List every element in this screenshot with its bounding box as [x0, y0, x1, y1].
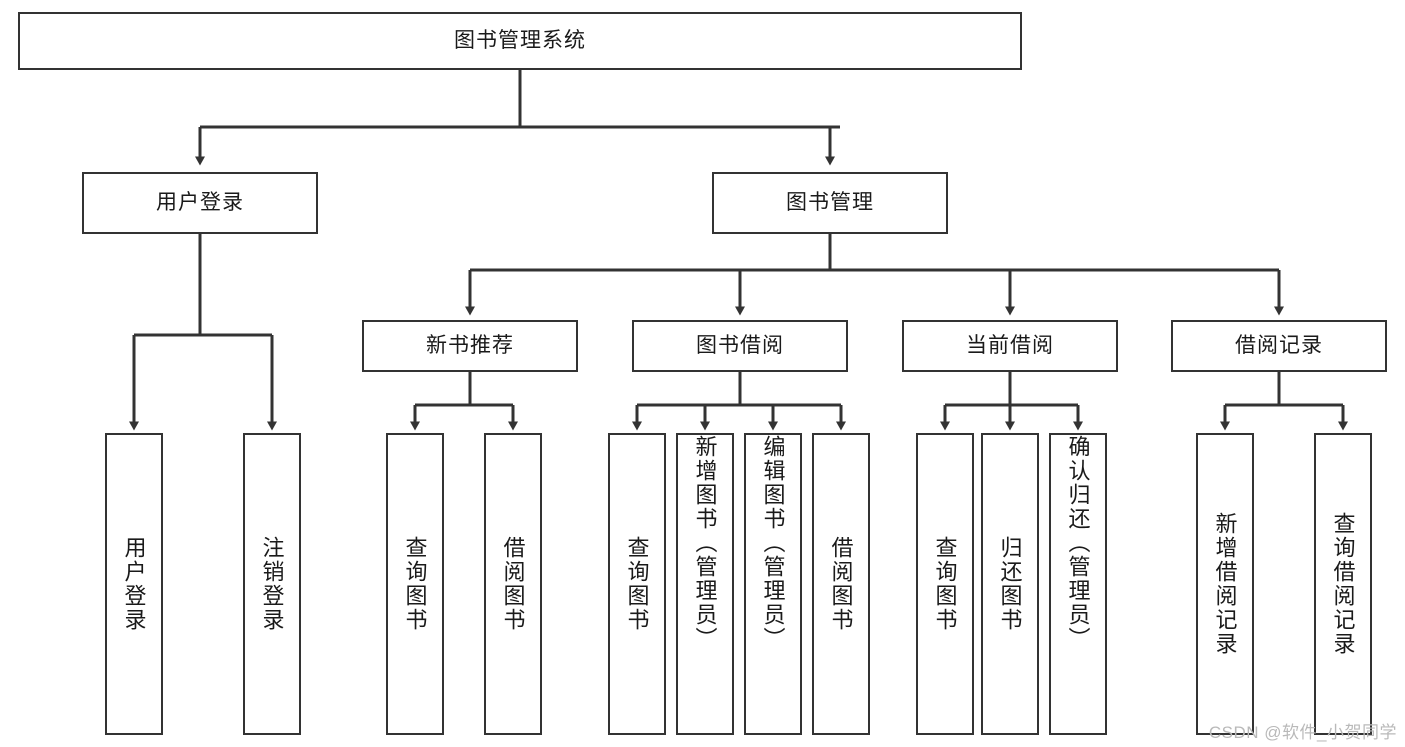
leaf-borrow-book-2[interactable]: 借阅图书 [812, 433, 870, 735]
leaf-user-login[interactable]: 用户登录 [105, 433, 163, 735]
leaf-query-book-1[interactable]: 查询图书 [386, 433, 444, 735]
node-borrow-record-label: 借阅记录 [1235, 333, 1323, 357]
leaf-query-book-3[interactable]: 查询图书 [916, 433, 974, 735]
leaf-confirm-return[interactable]: 确认归还（管理员） [1049, 433, 1107, 735]
leaf-borrow-book-1[interactable]: 借阅图书 [484, 433, 542, 735]
leaf-user-login-label: 用户登录 [121, 536, 147, 632]
node-root[interactable]: 图书管理系统 [18, 12, 1022, 70]
node-book-borrow[interactable]: 图书借阅 [632, 320, 848, 372]
leaf-query-book-1-label: 查询图书 [402, 536, 428, 632]
node-book-manage[interactable]: 图书管理 [712, 172, 948, 234]
node-current-borrow-label: 当前借阅 [966, 333, 1054, 357]
leaf-return-book[interactable]: 归还图书 [981, 433, 1039, 735]
node-new-book-rec[interactable]: 新书推荐 [362, 320, 578, 372]
leaf-add-record-label: 新增借阅记录 [1212, 512, 1238, 656]
leaf-return-book-label: 归还图书 [997, 536, 1023, 632]
leaf-query-record-label: 查询借阅记录 [1330, 512, 1356, 656]
leaf-edit-book[interactable]: 编辑图书（管理员） [744, 433, 802, 735]
node-root-label: 图书管理系统 [454, 28, 586, 52]
leaf-add-record[interactable]: 新增借阅记录 [1196, 433, 1254, 735]
node-user-login[interactable]: 用户登录 [82, 172, 318, 234]
node-new-book-rec-label: 新书推荐 [426, 333, 514, 357]
leaf-edit-book-label: 编辑图书（管理员） [760, 435, 786, 651]
csdn-watermark: CSDN @软件_小贺同学 [1208, 723, 1397, 742]
node-current-borrow[interactable]: 当前借阅 [902, 320, 1118, 372]
leaf-query-book-3-label: 查询图书 [932, 536, 958, 632]
node-borrow-record[interactable]: 借阅记录 [1171, 320, 1387, 372]
leaf-query-book-2-label: 查询图书 [624, 536, 650, 632]
node-user-login-label: 用户登录 [156, 190, 244, 214]
node-book-borrow-label: 图书借阅 [696, 333, 784, 357]
leaf-add-book-label: 新增图书（管理员） [692, 435, 718, 651]
leaf-user-logout[interactable]: 注销登录 [243, 433, 301, 735]
leaf-query-record[interactable]: 查询借阅记录 [1314, 433, 1372, 735]
leaf-confirm-return-label: 确认归还（管理员） [1065, 435, 1091, 651]
leaf-query-book-2[interactable]: 查询图书 [608, 433, 666, 735]
leaf-user-logout-label: 注销登录 [259, 536, 285, 632]
leaf-borrow-book-1-label: 借阅图书 [500, 536, 526, 632]
leaf-borrow-book-2-label: 借阅图书 [828, 536, 854, 632]
node-book-manage-label: 图书管理 [786, 190, 874, 214]
leaf-add-book[interactable]: 新增图书（管理员） [676, 433, 734, 735]
